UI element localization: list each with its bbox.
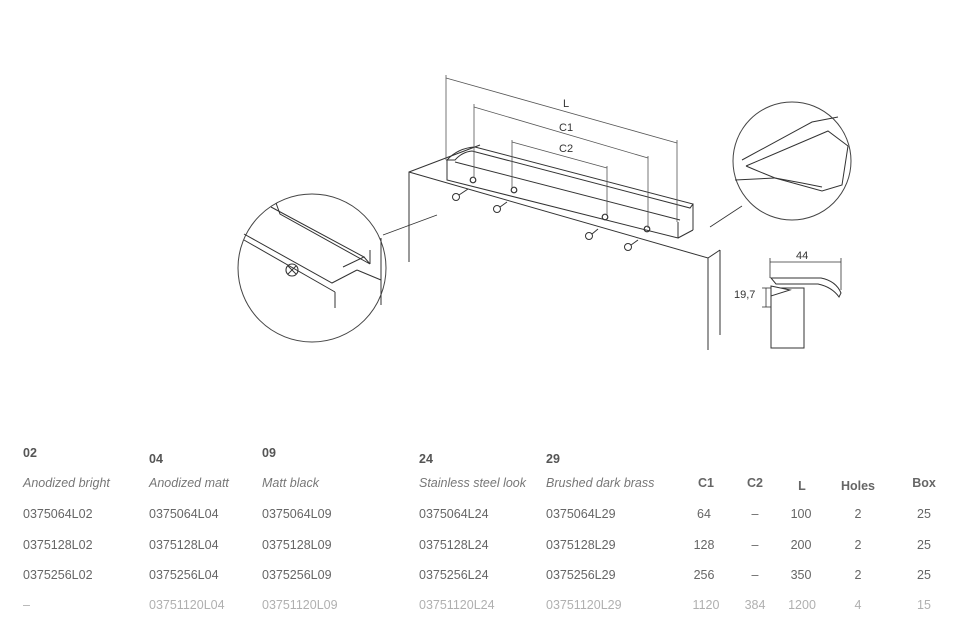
article-code: 03751120L04 bbox=[149, 598, 225, 612]
finish-name-04: Anodized matt bbox=[149, 476, 229, 490]
c2-value: – bbox=[751, 507, 759, 521]
finish-code-29: 29 bbox=[546, 452, 560, 466]
mounting-holes bbox=[469, 176, 651, 233]
l-value: 1200 bbox=[788, 598, 816, 612]
article-code: – bbox=[23, 598, 30, 612]
finish-name-02: Anodized bright bbox=[23, 476, 110, 490]
header-box: Box bbox=[912, 476, 936, 490]
article-code: 03751120L29 bbox=[546, 598, 622, 612]
finish-name-09: Matt black bbox=[262, 476, 319, 490]
dim-label-C1: C1 bbox=[559, 122, 573, 134]
header-l: L bbox=[798, 479, 806, 493]
c2-value: 384 bbox=[744, 598, 766, 612]
dim-label-C2: C2 bbox=[559, 143, 573, 155]
handle-profile bbox=[445, 146, 694, 239]
box-value: 15 bbox=[917, 598, 931, 612]
finish-code-04: 04 bbox=[149, 452, 163, 466]
article-code: 0375064L24 bbox=[419, 507, 489, 521]
dimension-lines bbox=[445, 75, 678, 228]
article-code: 0375064L04 bbox=[149, 507, 219, 521]
article-code: 0375256L09 bbox=[262, 568, 332, 582]
article-code: 0375064L29 bbox=[546, 507, 616, 521]
technical-drawing: L C1 C2 44 19,7 bbox=[237, 75, 852, 350]
c1-value: 1120 bbox=[692, 598, 720, 612]
article-code: 0375256L04 bbox=[149, 568, 219, 582]
finish-code-02: 02 bbox=[23, 446, 37, 460]
article-code: 0375256L24 bbox=[419, 568, 489, 582]
detail-circle-left bbox=[237, 193, 438, 343]
dim-label-L: L bbox=[563, 98, 569, 110]
c2-value: – bbox=[751, 538, 759, 552]
article-code: 0375064L09 bbox=[262, 507, 332, 521]
c1-value: 256 bbox=[693, 568, 715, 582]
l-value: 350 bbox=[790, 568, 812, 582]
c1-value: 64 bbox=[697, 507, 711, 521]
article-code: 03751120L09 bbox=[262, 598, 338, 612]
box-value: 25 bbox=[917, 568, 931, 582]
cross-section bbox=[762, 258, 842, 349]
cabinet-panel bbox=[408, 144, 721, 350]
finish-code-09: 09 bbox=[262, 446, 276, 460]
c1-value: 128 bbox=[693, 538, 715, 552]
detail-circle-right bbox=[709, 101, 852, 228]
box-value: 25 bbox=[917, 507, 931, 521]
article-code: 0375128L09 bbox=[262, 538, 332, 552]
header-holes: Holes bbox=[840, 479, 876, 493]
article-code: 0375064L02 bbox=[23, 507, 93, 521]
l-value: 100 bbox=[790, 507, 812, 521]
header-c2: C2 bbox=[747, 476, 763, 490]
finish-name-24: Stainless steel look bbox=[419, 476, 527, 490]
article-code: 0375256L02 bbox=[23, 568, 93, 582]
l-value: 200 bbox=[790, 538, 812, 552]
holes-value: 2 bbox=[854, 507, 862, 521]
holes-value: 4 bbox=[854, 598, 862, 612]
finish-name-29: Brushed dark brass bbox=[546, 476, 655, 490]
box-value: 25 bbox=[917, 538, 931, 552]
article-code: 03751120L24 bbox=[419, 598, 495, 612]
c2-value: – bbox=[751, 568, 759, 582]
holes-value: 2 bbox=[854, 538, 862, 552]
article-code: 0375128L04 bbox=[149, 538, 219, 552]
article-code: 0375128L24 bbox=[419, 538, 489, 552]
screws bbox=[452, 188, 639, 251]
dim-label-width: 44 bbox=[796, 250, 808, 262]
finish-code-24: 24 bbox=[419, 452, 433, 466]
article-code: 0375256L29 bbox=[546, 568, 616, 582]
holes-value: 2 bbox=[854, 568, 862, 582]
article-code: 0375128L29 bbox=[546, 538, 616, 552]
header-c1: C1 bbox=[698, 476, 714, 490]
article-code: 0375128L02 bbox=[23, 538, 93, 552]
dim-label-height: 19,7 bbox=[734, 289, 755, 301]
